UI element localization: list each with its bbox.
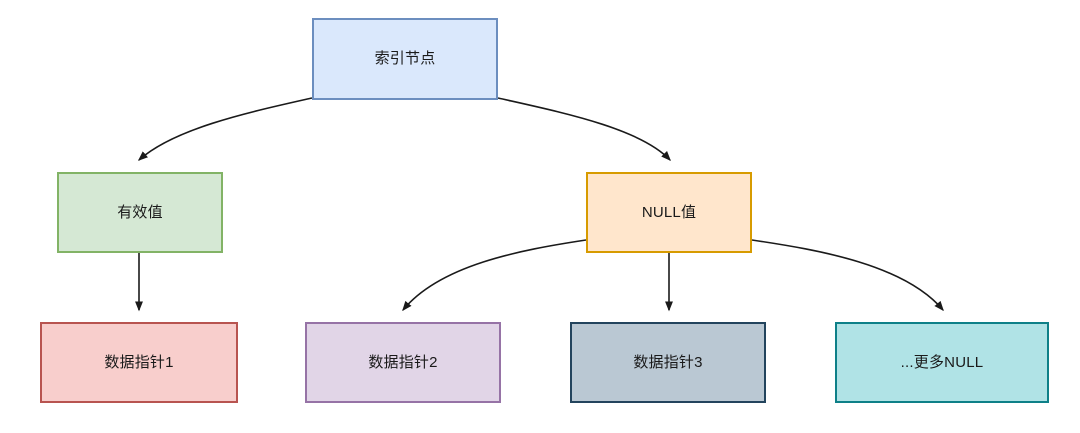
node-index-label: 索引节点 xyxy=(374,50,436,67)
node-more-nulls[interactable]: ...更多NULL xyxy=(835,322,1049,403)
node-more-nulls-label: ...更多NULL xyxy=(900,353,984,371)
node-index[interactable]: 索引节点 xyxy=(312,18,498,100)
node-data-pointer-3-label: 数据指针3 xyxy=(633,353,703,371)
edge-index-to-null xyxy=(497,97,671,162)
edge-index-to-valid xyxy=(137,97,313,161)
node-data-pointer-2[interactable]: 数据指针2 xyxy=(305,322,501,403)
node-data-pointer-2-label: 数据指针2 xyxy=(368,353,438,371)
node-data-pointer-1-label: 数据指针1 xyxy=(104,353,174,371)
node-valid-value[interactable]: 有效值 xyxy=(57,172,223,253)
node-valid-value-label: 有效值 xyxy=(117,203,163,221)
node-null-value[interactable]: NULL值 xyxy=(586,172,752,253)
node-data-pointer-3[interactable]: 数据指针3 xyxy=(570,322,766,403)
node-null-value-label: NULL值 xyxy=(641,203,697,221)
node-data-pointer-1[interactable]: 数据指针1 xyxy=(40,322,238,403)
edge-null-to-more xyxy=(751,239,944,312)
edge-null-to-ptr2 xyxy=(402,239,587,312)
